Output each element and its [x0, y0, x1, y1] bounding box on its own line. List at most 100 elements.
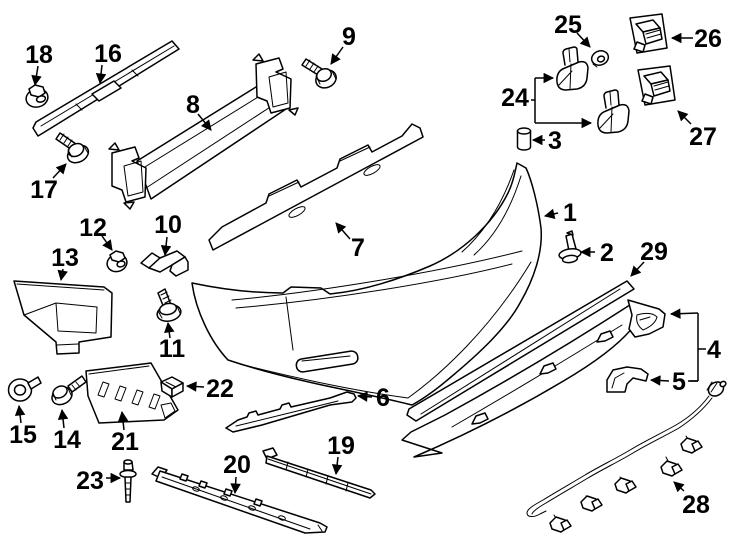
callout-number: 25 [554, 11, 582, 39]
callout-12: 12 [79, 214, 113, 251]
callout-9: 9 [330, 23, 356, 65]
callout-number: 12 [79, 214, 107, 242]
callout-19: 19 [327, 432, 355, 476]
part-17-bolt [55, 132, 90, 164]
leader-line [185, 381, 205, 392]
callout-number: 3 [548, 127, 562, 155]
callout-29: 29 [630, 238, 668, 277]
leader-line [649, 375, 670, 386]
part-1-bumper-cover [191, 162, 543, 406]
leader-line [95, 64, 107, 85]
part-7-energy-absorber [208, 123, 424, 251]
part-24-sensor-a [556, 46, 589, 91]
callout-number: 2 [600, 239, 614, 267]
leader-line [335, 222, 351, 240]
leader-line [101, 235, 113, 251]
leader-line [543, 208, 559, 219]
callout-5: 5 [649, 368, 698, 396]
callout-28: 28 [673, 481, 710, 519]
callout-number: 8 [186, 91, 200, 119]
callout-11: 11 [159, 321, 185, 363]
callout-13: 13 [51, 244, 79, 282]
callout-16: 16 [94, 40, 122, 85]
part-26-sensor-bracket [629, 13, 668, 54]
callout-number: 20 [223, 451, 251, 479]
callout-25: 25 [554, 11, 591, 48]
part-22-clip [160, 376, 184, 398]
callout-number: 23 [76, 467, 104, 495]
part-11-bolt [156, 288, 182, 322]
leader-line [14, 404, 26, 424]
callout-number: 10 [154, 211, 182, 239]
callout-7: 7 [335, 222, 365, 262]
leader-line [331, 456, 343, 476]
callout-number: 15 [9, 421, 37, 449]
callout-number: 16 [94, 40, 122, 68]
callout-number: 9 [342, 23, 356, 51]
leader-line [576, 32, 591, 48]
callout-17: 17 [30, 163, 67, 204]
callout-26: 26 [670, 25, 722, 53]
part-8-impact-bar [108, 53, 299, 210]
harness-connector [614, 477, 637, 494]
callout-number: 19 [327, 432, 355, 460]
leader-line [164, 321, 175, 339]
leader-line [630, 261, 645, 277]
callout-27: 27 [677, 110, 717, 151]
leader-line [57, 408, 69, 429]
callout-3: 3 [531, 127, 562, 155]
leader-line [673, 481, 685, 493]
leader-line [31, 65, 42, 87]
part-27-sensor-bracket [637, 65, 676, 106]
part-24-sensor-b [597, 89, 630, 134]
part-15-push-nut [7, 376, 42, 402]
part-4-lower-trim-strip [401, 299, 666, 458]
callout-20: 20 [223, 451, 251, 495]
leader-line [52, 163, 67, 179]
part-13-side-bracket [13, 280, 113, 355]
callout-10: 10 [154, 211, 182, 257]
callout-number: 5 [672, 368, 686, 396]
leader-line [160, 236, 172, 257]
harness-connector [680, 437, 703, 454]
callout-number: 26 [694, 25, 722, 53]
callout-15: 15 [9, 404, 37, 449]
callout-number: 6 [376, 384, 390, 412]
callout-22: 22 [185, 375, 234, 403]
part-2-push-rivet [558, 230, 582, 264]
callout-number: 24 [501, 84, 529, 112]
callout-number: 18 [25, 41, 53, 69]
part-5-corner-bracket [606, 366, 649, 393]
harness-connector [549, 516, 572, 533]
callout-23: 23 [76, 467, 122, 495]
callout-number: 1 [563, 199, 577, 227]
part-18-flanged-nut [25, 84, 49, 108]
callout-number: 7 [351, 234, 365, 262]
part-25-grommet [590, 50, 610, 68]
part-9-bolt [301, 58, 337, 89]
callout-4: 4 [669, 308, 721, 382]
leader-line [677, 110, 692, 125]
leader-line [356, 391, 373, 402]
callout-number: 29 [640, 238, 668, 266]
callout-14: 14 [53, 408, 81, 454]
part-10-z-bracket [140, 250, 189, 277]
leader-line [669, 308, 699, 319]
part-29-upper-trim-strip [406, 280, 635, 422]
callout-number: 21 [111, 428, 139, 456]
part-28-wiring-harness [526, 380, 727, 533]
callout-6: 6 [356, 384, 390, 412]
part-14-bolt [51, 375, 87, 406]
leader-line [230, 476, 241, 495]
callout-1: 1 [543, 199, 577, 227]
harness-connector [660, 460, 683, 477]
callout-number: 4 [707, 336, 721, 364]
leader-line [330, 46, 344, 65]
leader-line [57, 268, 68, 282]
leader-line [117, 410, 129, 431]
part-20-lower-molding [151, 466, 328, 534]
callout-number: 13 [51, 244, 79, 272]
callout-18: 18 [25, 41, 53, 87]
callout-number: 17 [30, 176, 58, 204]
